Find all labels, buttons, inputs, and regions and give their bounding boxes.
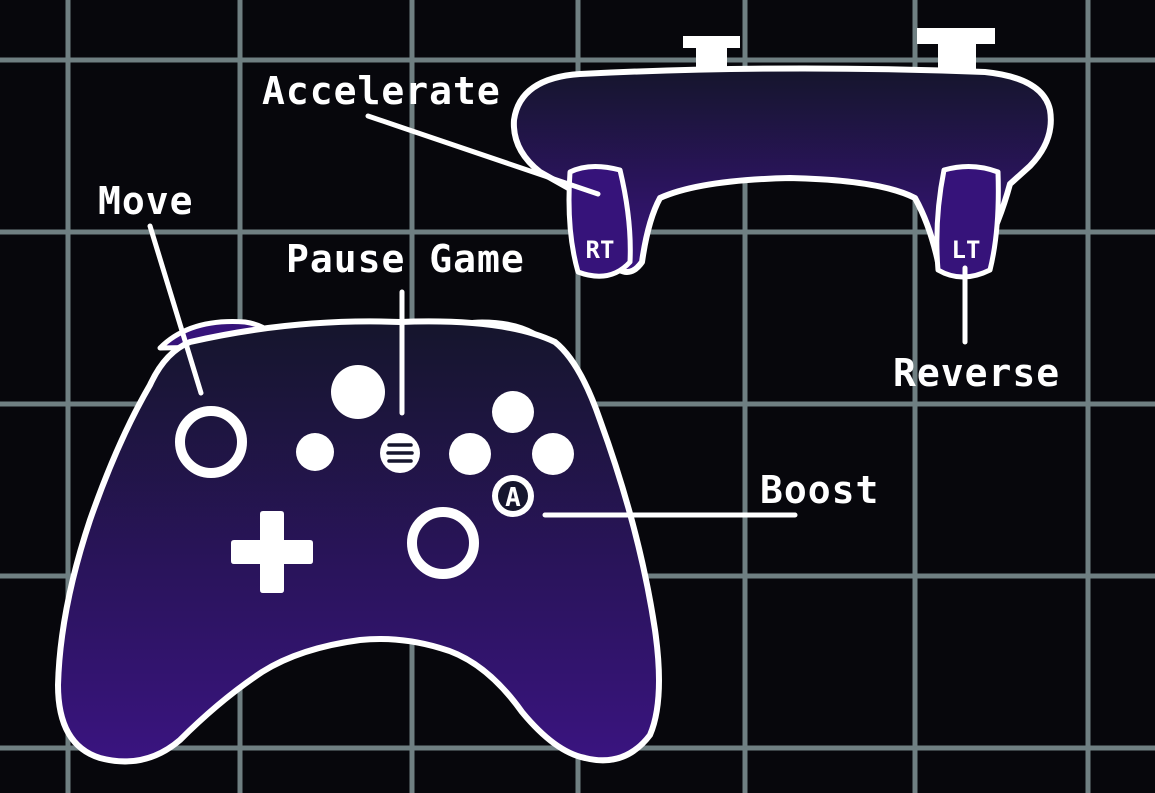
guide-button[interactable] [331,365,385,419]
menu-icon [386,443,414,463]
right-trigger-button[interactable] [566,164,633,279]
controller-top-view: RT LT [510,28,1054,280]
dpad-icon[interactable] [231,511,313,593]
view-button[interactable] [296,433,334,471]
right-trigger-label: RT [586,236,615,264]
controller-front-view: A [55,318,662,765]
x-button[interactable] [449,433,491,475]
left-trigger-button[interactable] [934,164,1001,280]
move-label: Move [98,179,194,223]
right-bumper-peg [683,36,740,70]
boost-label: Boost [760,468,879,512]
right-thumbstick[interactable] [407,507,479,579]
accelerate-leader [365,113,601,197]
move-leader [147,223,204,396]
left-trigger-label: LT [952,236,981,264]
left-bumper-peg [917,28,995,70]
left-thumbstick[interactable] [175,406,247,478]
accelerate-label: Accelerate [262,69,501,113]
a-button-label: A [505,483,521,513]
b-button[interactable] [532,433,574,475]
pause-game-label: Pause Game [286,237,525,281]
pause-button[interactable] [380,433,420,473]
y-button[interactable] [492,391,534,433]
callout-labels: Accelerate Move Pause Game Reverse Boost [98,69,1060,512]
a-button[interactable]: A [492,475,534,517]
reverse-label: Reverse [893,351,1060,395]
callout-lines [147,113,968,518]
